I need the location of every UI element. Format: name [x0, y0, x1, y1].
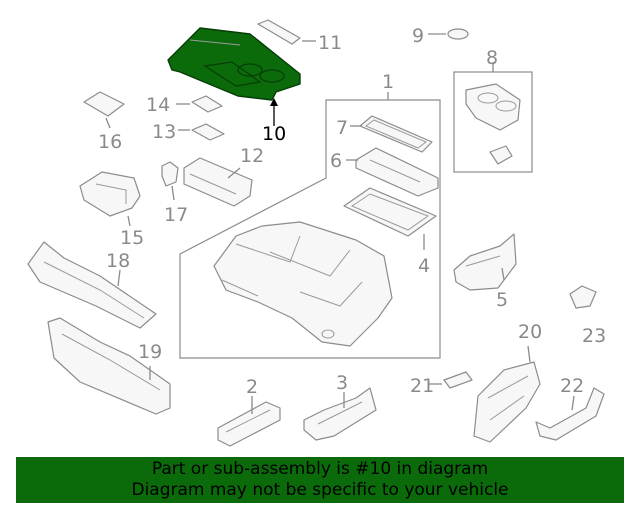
- arrow-10: [270, 98, 278, 106]
- part-6[interactable]: [355, 147, 439, 197]
- callout-16[interactable]: 16: [98, 131, 122, 153]
- part-1-console[interactable]: [213, 221, 393, 347]
- callout-6[interactable]: 6: [330, 150, 342, 172]
- part-23[interactable]: [569, 285, 597, 309]
- callout-5[interactable]: 5: [496, 289, 508, 311]
- callout-3[interactable]: 3: [336, 372, 348, 394]
- part-9[interactable]: [447, 28, 469, 40]
- part-14[interactable]: [191, 95, 223, 113]
- callout-14[interactable]: 14: [146, 94, 170, 116]
- parts-diagram: 10 11 9 8 1 7 6 4: [27, 19, 606, 447]
- part-8[interactable]: [465, 83, 521, 165]
- part-18[interactable]: [27, 241, 157, 329]
- callout-9[interactable]: 9: [412, 25, 424, 47]
- part-11[interactable]: [257, 19, 301, 45]
- callout-19[interactable]: 19: [138, 341, 162, 363]
- callout-20[interactable]: 20: [518, 321, 542, 343]
- part-16[interactable]: [83, 91, 125, 117]
- part-4[interactable]: [343, 187, 437, 237]
- callout-22[interactable]: 22: [560, 375, 584, 397]
- part-15[interactable]: [79, 171, 141, 217]
- footer-line-2: Diagram may not be specific to your vehi…: [131, 480, 509, 500]
- callout-12[interactable]: 12: [240, 145, 264, 167]
- part-10-highlighted[interactable]: [167, 27, 301, 101]
- callout-13[interactable]: 13: [152, 121, 176, 143]
- callout-4[interactable]: 4: [418, 255, 430, 277]
- callout-2[interactable]: 2: [246, 376, 258, 398]
- part-17[interactable]: [161, 161, 179, 187]
- callout-23[interactable]: 23: [582, 325, 606, 347]
- part-1-frame: [179, 99, 441, 359]
- callout-21[interactable]: 21: [410, 375, 434, 397]
- part-21[interactable]: [443, 371, 473, 389]
- callout-10[interactable]: 10: [262, 123, 286, 145]
- part-2[interactable]: [217, 401, 281, 447]
- part-19[interactable]: [47, 317, 171, 415]
- part-22[interactable]: [535, 387, 605, 441]
- callout-15[interactable]: 15: [120, 227, 144, 249]
- callout-18[interactable]: 18: [106, 250, 130, 272]
- part-12[interactable]: [183, 157, 253, 207]
- part-7[interactable]: [359, 115, 433, 153]
- callout-8[interactable]: 8: [486, 47, 498, 69]
- callout-1[interactable]: 1: [382, 71, 394, 93]
- part-20[interactable]: [473, 361, 541, 443]
- callout-17[interactable]: 17: [164, 204, 188, 226]
- part-13[interactable]: [191, 123, 225, 141]
- callout-11[interactable]: 11: [318, 32, 342, 54]
- footer-line-1: Part or sub-assembly is #10 in diagram: [151, 459, 489, 479]
- part-5[interactable]: [453, 233, 517, 291]
- info-banner: Part or sub-assembly is #10 in diagram D…: [16, 457, 624, 503]
- part-3[interactable]: [303, 387, 377, 441]
- callout-7[interactable]: 7: [336, 117, 348, 139]
